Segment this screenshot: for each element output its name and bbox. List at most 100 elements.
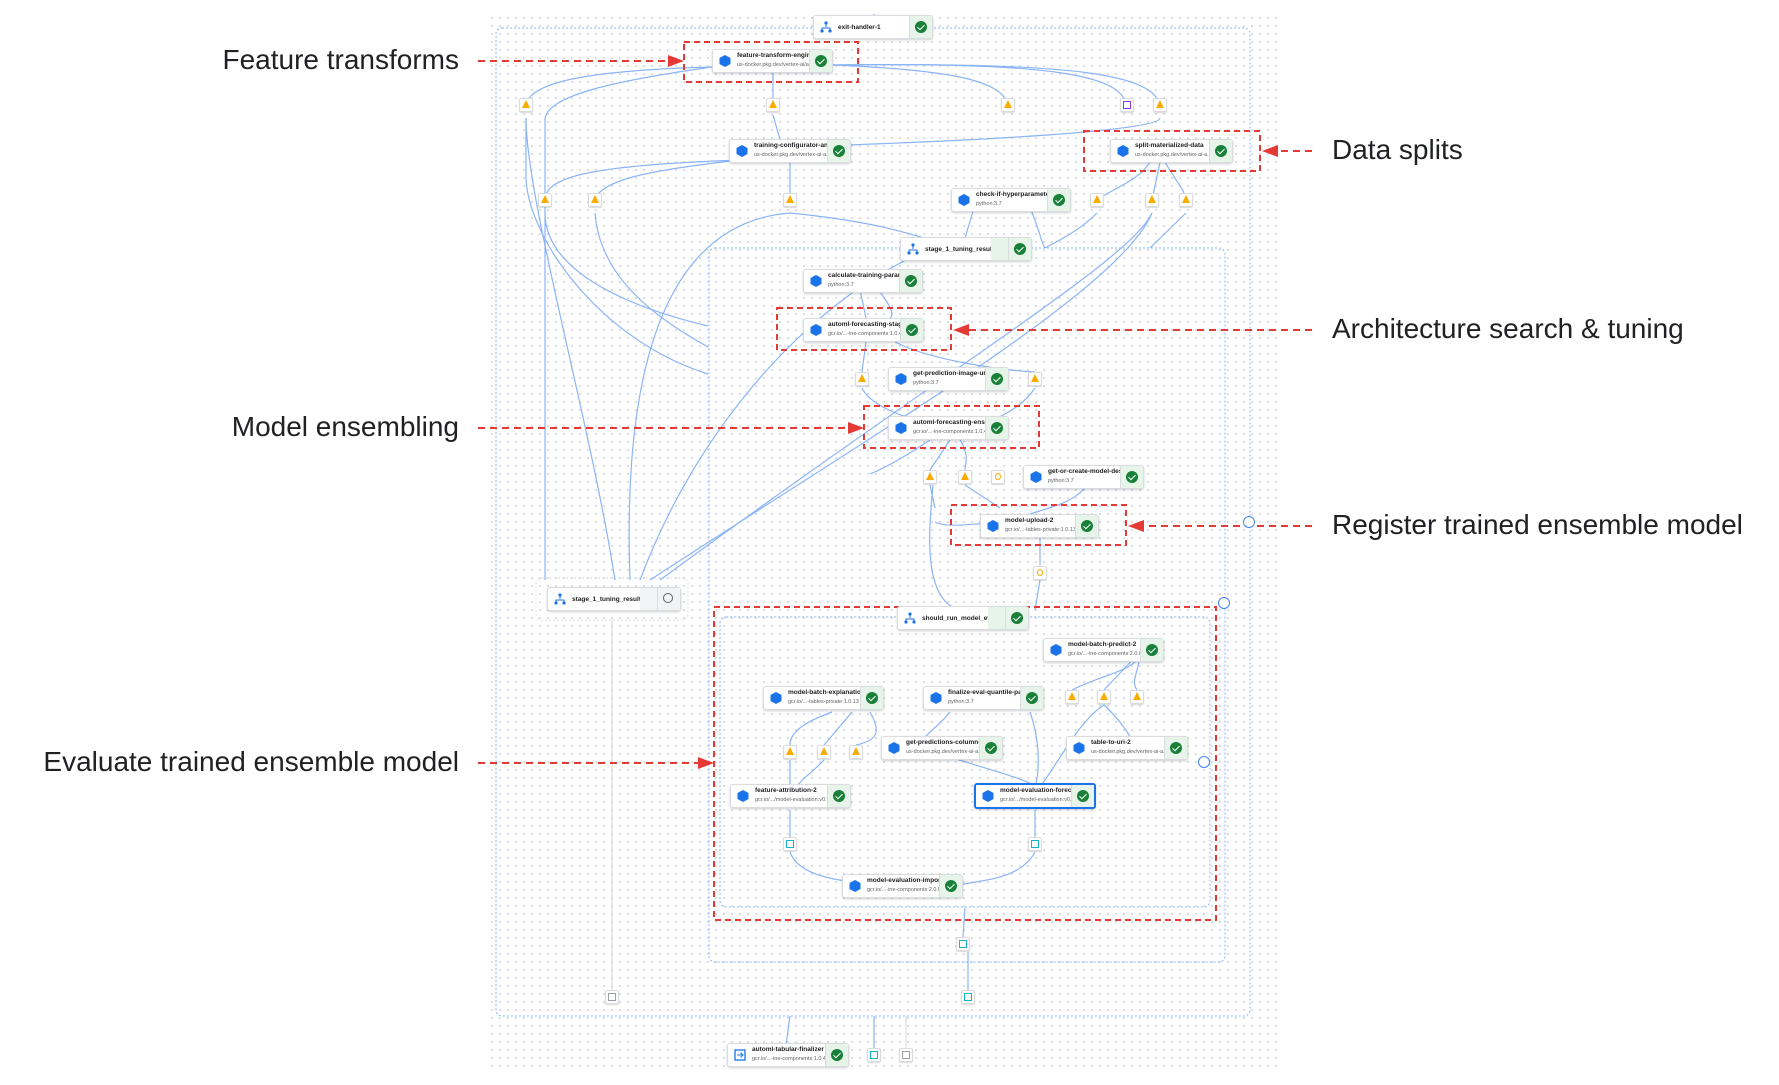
model-artifact[interactable] (991, 470, 1005, 484)
get-prediction-image-uri-node[interactable]: get-prediction-image-uri-2 python:3.7 (888, 367, 1009, 391)
metadata-icon (1123, 101, 1131, 109)
model-evaluation-import-node[interactable]: model-evaluation-import-2 gcr.io/...-ine… (842, 874, 963, 898)
generic-artifact[interactable] (605, 990, 619, 1004)
model-evaluation-forecasting-node[interactable]: model-evaluation-foreca... gcr.io/.../mo… (974, 783, 1096, 809)
metrics-artifact[interactable] (961, 990, 975, 1004)
dataset-artifact[interactable] (1097, 690, 1111, 704)
dataset-artifact[interactable] (923, 470, 937, 484)
stage-1-tuning-result-left-node[interactable]: stage_1_tuning_result_ar... (547, 587, 681, 611)
node-subtitle: us-docker.pkg.dev/vertex-ai-a... (754, 152, 831, 158)
node-subtitle: gcr.io/...-ine-components:2.0.0... (1068, 651, 1147, 657)
component-icon (719, 55, 731, 67)
automl-forecasting-ensemble-node[interactable]: automl-forecasting-ense... gcr.io/...-in… (888, 416, 1009, 440)
dataset-artifact[interactable] (1179, 193, 1193, 207)
node-subtitle: gcr.io/...-tables-private:1.0.13 (788, 699, 859, 705)
training-configurator-node[interactable]: training-configurator-and... us-docker.p… (729, 139, 851, 163)
edge (544, 212, 709, 327)
expand-icon[interactable] (640, 588, 658, 610)
dataset-artifact[interactable] (1145, 193, 1159, 207)
node-subtitle: gcr.io/...-ine-components:2.0.0... (867, 887, 946, 893)
metadata-artifact[interactable] (1120, 98, 1134, 112)
edge (929, 484, 961, 611)
model-upload-node[interactable]: model-upload-2 gcr.io/...-tables-private… (980, 514, 1099, 538)
node-title: model-evaluation-foreca... (1000, 787, 1081, 794)
get-predictions-column-node[interactable]: get-predictions-column-2 us-docker.pkg.d… (881, 736, 1003, 760)
component-icon (958, 194, 970, 206)
sub-dag-icon (820, 21, 832, 33)
dataset-artifact[interactable] (588, 193, 602, 207)
dataset-artifact[interactable] (849, 745, 863, 759)
expand-icon[interactable] (991, 238, 1009, 260)
check-hyperparameter-node[interactable]: check-if-hyperparameter... python:3.7 (951, 188, 1071, 212)
warning-icon (1031, 374, 1039, 382)
success-icon (1053, 194, 1065, 206)
edge (1034, 579, 1041, 611)
metrics-icon (964, 993, 972, 1001)
model-artifact[interactable] (1033, 566, 1047, 580)
expand-icon[interactable] (988, 607, 1006, 629)
metrics-artifact[interactable] (956, 937, 970, 951)
node-subtitle: python:3.7 (913, 380, 939, 386)
dataset-artifact[interactable] (1001, 98, 1015, 112)
dataset-artifact[interactable] (817, 745, 831, 759)
edge (817, 117, 1161, 147)
table-to-uri-node[interactable]: table-to-uri-2 us-docker.pkg.dev/vertex-… (1066, 736, 1188, 760)
edge (832, 64, 1009, 105)
arrow-head (953, 324, 969, 336)
dataset-artifact[interactable] (1090, 193, 1104, 207)
edge (964, 207, 975, 239)
dataset-artifact[interactable] (538, 193, 552, 207)
node-title: check-if-hyperparameter... (976, 191, 1057, 198)
stage-1-tuning-result-node[interactable]: stage_1_tuning_result_ar... (900, 237, 1032, 261)
model-batch-predict-node[interactable]: model-batch-predict-2 gcr.io/...-ine-com… (1043, 638, 1164, 662)
annotation-data-splits: Data splits (1332, 134, 1463, 165)
dataset-artifact[interactable] (855, 372, 869, 386)
node-subtitle: gcr.io/...-ine-components:1.0.44 (913, 429, 991, 435)
edge (879, 291, 893, 319)
component-icon (849, 880, 861, 892)
node-title: feature-attribution-2 (755, 787, 817, 794)
arrow-head (668, 55, 684, 67)
metrics-artifact[interactable] (867, 1048, 881, 1062)
warning-icon (1156, 100, 1164, 108)
generic-artifact[interactable] (899, 1048, 913, 1062)
dataset-artifact[interactable] (1028, 372, 1042, 386)
edge (1044, 212, 1098, 249)
finalize-eval-quantile-node[interactable]: finalize-eval-quantile-par... python:3.7 (923, 686, 1044, 710)
dataset-artifact[interactable] (1153, 98, 1167, 112)
component-icon (1050, 644, 1062, 656)
dataset-artifact[interactable] (783, 193, 797, 207)
calculate-training-parameters-node[interactable]: calculate-training-param... python:3.7 (803, 269, 923, 293)
metrics-icon (1031, 840, 1039, 848)
automl-tabular-finalizer-node[interactable]: automl-tabular-finalizer gcr.io/...-ine-… (727, 1043, 849, 1067)
model-batch-explanation-node[interactable]: model-batch-explanation... gcr.io/...-ta… (763, 686, 884, 710)
exit-handler-node[interactable]: exit-handler-1 (813, 15, 933, 39)
metrics-artifact[interactable] (783, 837, 797, 851)
should-run-model-evaluation-node[interactable]: should_run_model_evalu... (897, 606, 1029, 630)
collapse-toggle-icon[interactable] (1198, 756, 1210, 768)
automl-forecasting-stage-node[interactable]: automl-forecasting-stag... gcr.io/...-in… (803, 318, 924, 342)
component-icon (895, 422, 907, 434)
get-or-create-model-description-node[interactable]: get-or-create-model-des... python:3.7 (1023, 465, 1144, 489)
node-title: feature-transform-engine (737, 52, 815, 59)
dataset-artifact[interactable] (1130, 690, 1144, 704)
node-subtitle: us-docker.pkg.dev/vertex-ai/a... (737, 62, 814, 68)
feature-transform-engine-node[interactable]: feature-transform-engine us-docker.pkg.d… (712, 49, 833, 73)
dataset-artifact[interactable] (766, 98, 780, 112)
warning-icon (1100, 692, 1108, 700)
dataset-artifact[interactable] (1065, 690, 1079, 704)
dataset-artifact[interactable] (958, 470, 972, 484)
metrics-artifact[interactable] (1028, 837, 1042, 851)
collapse-toggle-icon[interactable] (1218, 597, 1230, 609)
node-subtitle: gcr.io/...-ine-components:1.0.44 (828, 331, 906, 337)
annotation-feature-transforms: Feature transforms (222, 44, 459, 75)
node-title: model-batch-predict-2 (1068, 641, 1137, 648)
edge (962, 907, 966, 938)
split-materialized-data-node[interactable]: split-materialized-data us-docker.pkg.de… (1110, 139, 1233, 163)
dataset-artifact[interactable] (783, 745, 797, 759)
success-icon (945, 880, 957, 892)
success-icon (915, 21, 927, 33)
collapse-toggle-icon[interactable] (1243, 516, 1255, 528)
dataset-artifact[interactable] (519, 98, 533, 112)
feature-attribution-node[interactable]: feature-attribution-2 gcr.io/.../model-e… (730, 784, 851, 808)
